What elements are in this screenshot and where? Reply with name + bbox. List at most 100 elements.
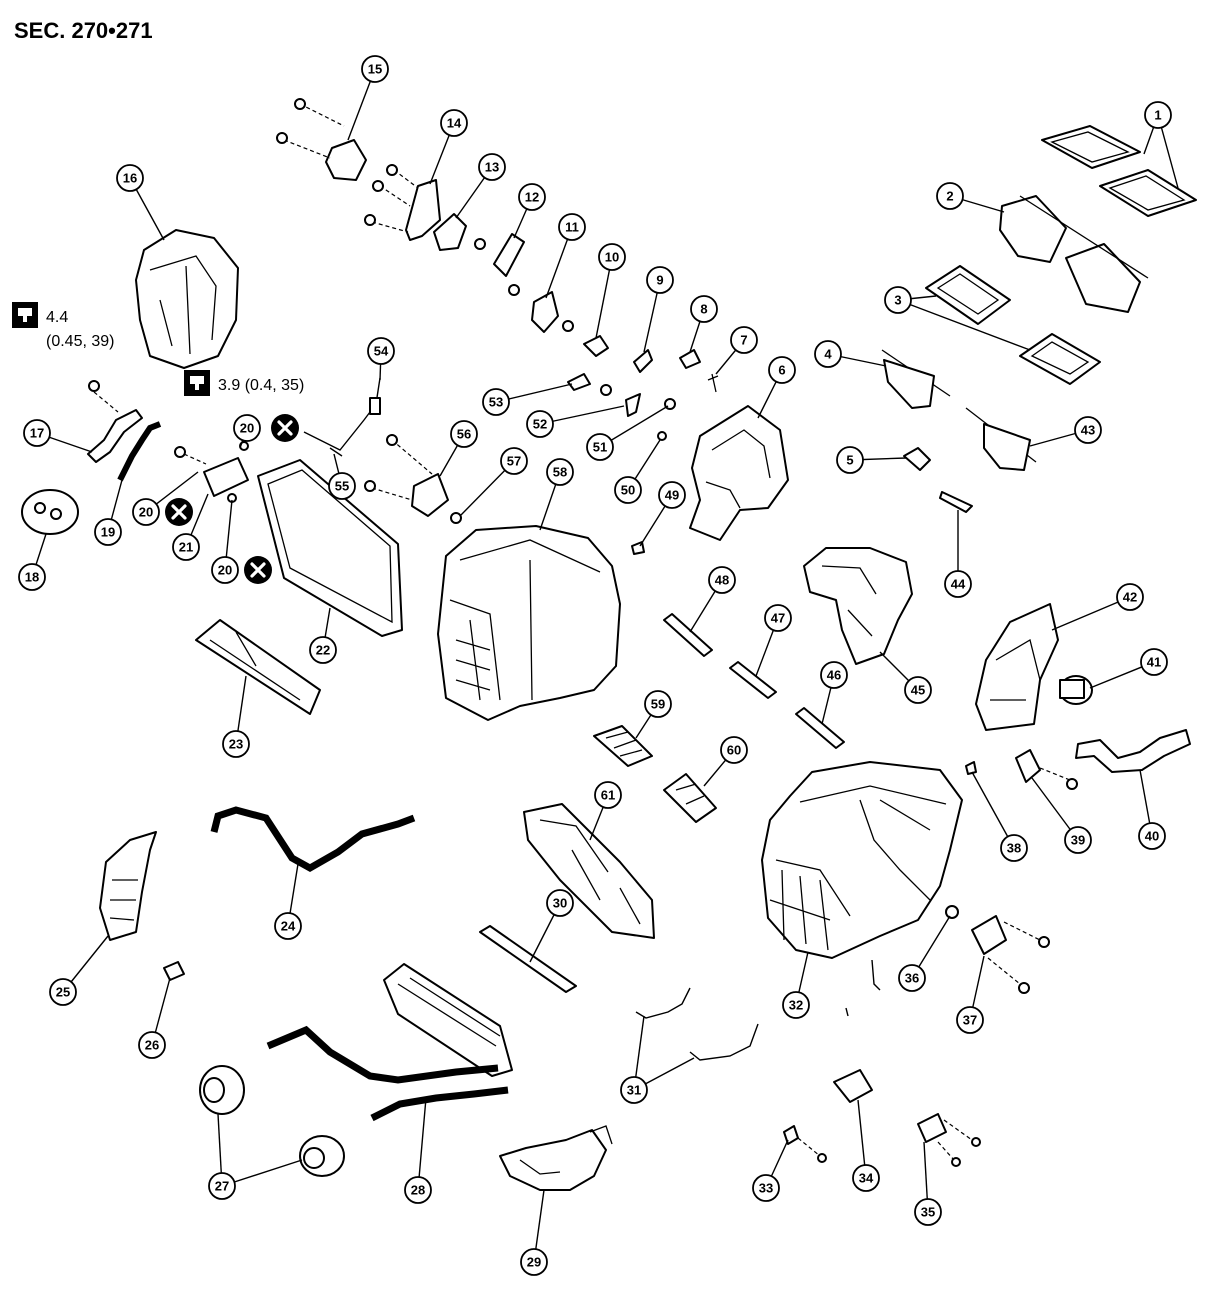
callout-54: 54 (367, 337, 395, 365)
callout-circle (852, 1164, 880, 1192)
callout-number: 47 (771, 611, 785, 626)
part-8 (679, 349, 701, 369)
callout-number: 48 (715, 573, 729, 588)
callout-circle (116, 164, 144, 192)
callout-45: 45 (904, 676, 932, 704)
callout-number: 46 (827, 668, 841, 683)
part-31-wire-b (689, 1023, 759, 1061)
callout-leader-52 (539, 405, 625, 425)
callout-circle (730, 326, 758, 354)
callouts: 1234567891011121314151617181921222324252… (18, 55, 1172, 1276)
callout-circle (478, 153, 506, 181)
callout-circle (658, 481, 686, 509)
part-3-seal (925, 265, 1101, 385)
callout-48: 48 (708, 566, 736, 594)
callout-43: 43 (1074, 416, 1102, 444)
callout-circle (274, 912, 302, 940)
part-19-pipe (117, 421, 162, 482)
callout-27: 27 (208, 1172, 236, 1200)
part-45-duct (803, 547, 913, 665)
part-18-grommet (21, 489, 79, 535)
callout-number: 61 (601, 788, 615, 803)
callout-number: 17 (30, 426, 44, 441)
part-54-sensor (303, 377, 381, 451)
callout-circle (620, 1076, 648, 1104)
callout-30: 30 (546, 889, 574, 917)
callout-number: 11 (565, 220, 579, 235)
circle-x-icon (271, 414, 299, 442)
callout-5: 5 (836, 446, 864, 474)
part-39 (1015, 749, 1078, 790)
callout-3: 3 (884, 286, 912, 314)
callout-number: 10 (605, 250, 619, 265)
callout-circle (23, 419, 51, 447)
callout-number: 54 (374, 344, 389, 359)
callout-7: 7 (730, 326, 758, 354)
callout-number: 60 (727, 743, 741, 758)
part-2-door (999, 195, 1149, 313)
callout-39: 39 (1064, 826, 1092, 854)
part-28-heater-core (266, 963, 513, 1122)
callout-number: 49 (665, 488, 679, 503)
torque-spec-2: 3.9 (0.4, 35) (184, 370, 304, 396)
callout-number: 59 (651, 697, 665, 712)
part-38 (965, 761, 977, 775)
callout-circle (558, 213, 586, 241)
callout-number: 51 (593, 440, 607, 455)
callout-number: 53 (489, 395, 503, 410)
callout-number: 35 (921, 1205, 935, 1220)
callout-circle (208, 1172, 236, 1200)
callout-circle (646, 266, 674, 294)
callout-number: 8 (700, 302, 707, 317)
part-31-wire-a (635, 987, 691, 1019)
callout-number: 52 (533, 417, 547, 432)
callout-13: 13 (478, 153, 506, 181)
callout-circle (1064, 826, 1092, 854)
callout-number: 57 (507, 454, 521, 469)
parts-artwork (21, 98, 1197, 1191)
callout-circle (936, 182, 964, 210)
callout-6: 6 (768, 356, 796, 384)
callout-20: 20 (211, 556, 239, 584)
callout-number: 28 (411, 1183, 425, 1198)
callout-number: 22 (316, 643, 330, 658)
non-reusable-symbols (165, 414, 299, 584)
callout-number: 15 (368, 62, 382, 77)
callout-22: 22 (309, 636, 337, 664)
part-53 (567, 373, 591, 391)
callout-60: 60 (720, 736, 748, 764)
callout-31: 31 (620, 1076, 648, 1104)
part-60 (663, 773, 717, 823)
callout-number: 44 (951, 577, 966, 592)
callout-42: 42 (1116, 583, 1144, 611)
part-1-filter (1041, 125, 1197, 217)
callout-circle (440, 109, 468, 137)
callout-number: 41 (1147, 655, 1161, 670)
part-44 (939, 491, 973, 513)
callout-number: 30 (553, 896, 567, 911)
part-59 (593, 725, 653, 767)
callout-number: 56 (457, 427, 471, 442)
callout-15: 15 (361, 55, 389, 83)
part-9 (633, 349, 653, 373)
callout-number: 43 (1081, 423, 1095, 438)
part-57 (450, 512, 462, 524)
part-29 (499, 1125, 613, 1191)
part-48 (663, 613, 713, 657)
callout-55: 55 (328, 472, 356, 500)
callout-circle (1116, 583, 1144, 611)
callout-circle (367, 337, 395, 365)
callout-44: 44 (944, 570, 972, 598)
callout-9: 9 (646, 266, 674, 294)
callout-46: 46 (820, 661, 848, 689)
callout-12: 12 (518, 183, 546, 211)
callout-circle (956, 1006, 984, 1034)
callout-33: 33 (752, 1174, 780, 1202)
part-37 (971, 915, 1050, 994)
torque-spec-1: 4.4 (0.45, 39) (12, 302, 114, 350)
callout-number: 2 (946, 189, 953, 204)
callout-circle (914, 1198, 942, 1226)
callout-56: 56 (450, 420, 478, 448)
callout-11: 11 (558, 213, 586, 241)
